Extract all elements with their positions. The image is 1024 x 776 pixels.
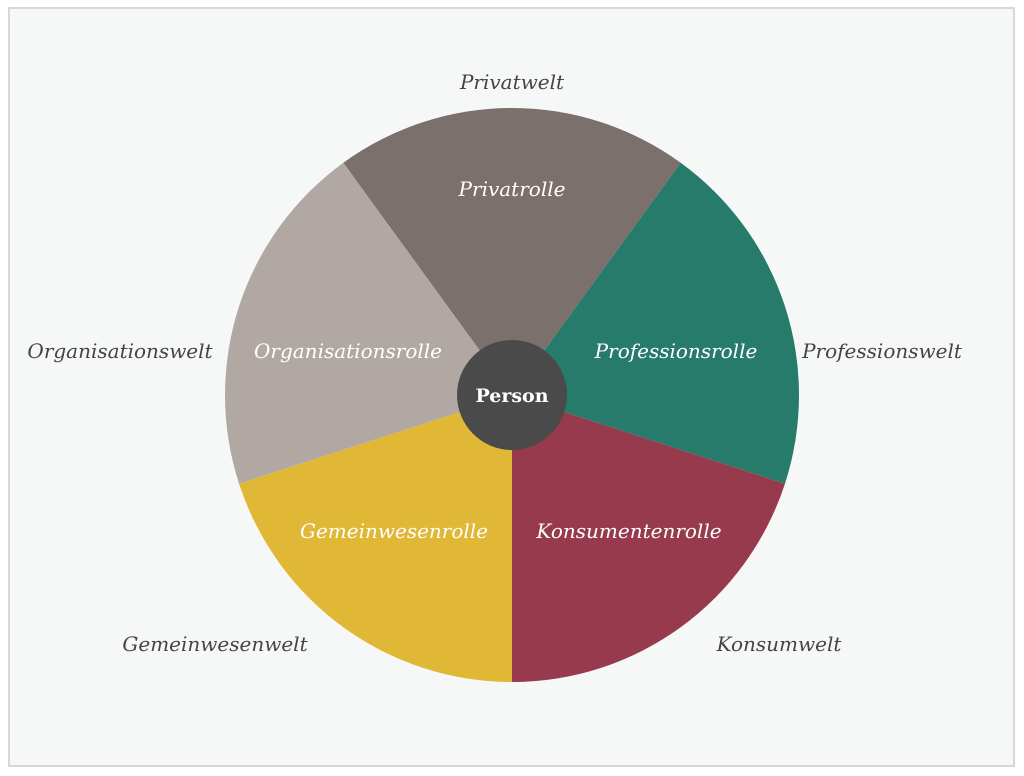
role-labels: Privatrolle Professionsrolle Konsumenten… [254, 177, 757, 543]
world-label-organisation: Organisationswelt [27, 339, 213, 363]
center-node: Person [457, 340, 567, 450]
center-circle [457, 340, 567, 450]
wedge-profession [512, 162, 799, 484]
world-label-konsum: Konsumwelt [716, 632, 843, 656]
role-label-profession: Professionsrolle [594, 339, 758, 363]
role-label-privat: Privatrolle [458, 177, 566, 201]
wheel [225, 108, 799, 682]
world-labels: Privatwelt Professionswelt Konsumwelt Ge… [27, 70, 962, 656]
role-label-konsum: Konsumentenrolle [535, 519, 721, 543]
world-label-profession: Professionswelt [801, 339, 963, 363]
wedge-gemeinwesen [239, 395, 513, 682]
wedge-konsum [512, 395, 785, 682]
world-label-gemeinwesen: Gemeinwesenwelt [122, 632, 308, 656]
role-label-gemeinwesen: Gemeinwesenrolle [300, 519, 488, 543]
wedge-organisation [225, 162, 513, 484]
center-label: Person [475, 385, 548, 407]
world-label-privat: Privatwelt [459, 70, 565, 94]
wedge-privat [343, 108, 681, 396]
role-label-organisation: Organisationsrolle [254, 339, 442, 363]
